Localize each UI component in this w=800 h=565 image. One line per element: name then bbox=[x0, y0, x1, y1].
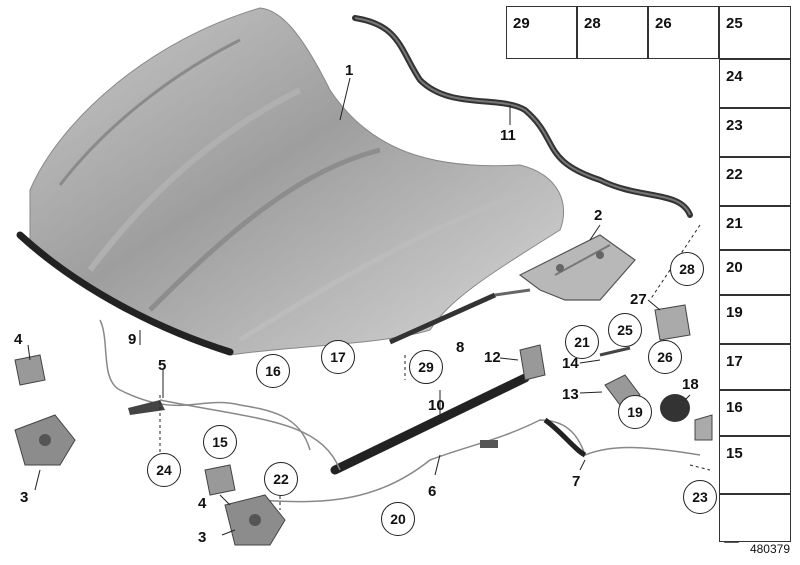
grid-number: 26 bbox=[655, 15, 672, 32]
grid-number: 28 bbox=[584, 15, 601, 32]
grid-cell: 22 bbox=[719, 157, 791, 206]
part-label: 1 bbox=[345, 62, 354, 79]
grid-number: 15 bbox=[726, 445, 743, 462]
part-label: 27 bbox=[630, 291, 647, 308]
part-label: 7 bbox=[572, 473, 581, 490]
part-label: 5 bbox=[158, 357, 167, 374]
circled-label: 25 bbox=[608, 313, 642, 347]
grid-cell: 19 bbox=[719, 295, 791, 344]
hood-lock-lower bbox=[224, 494, 286, 546]
hood-panel bbox=[16, 7, 565, 356]
part-label: 2 bbox=[594, 207, 603, 224]
part-label: 13 bbox=[562, 386, 579, 403]
circled-label: 21 bbox=[565, 325, 599, 359]
grid-cell: 17 bbox=[719, 344, 791, 390]
grid-cell: 21 bbox=[719, 206, 791, 250]
grid-cell: 23 bbox=[719, 108, 791, 157]
part-label: 12 bbox=[484, 349, 501, 366]
grid-cell: 25 bbox=[719, 6, 791, 59]
grid-cell: 20 bbox=[719, 250, 791, 295]
part-label: 18 bbox=[682, 376, 699, 393]
part-label: 11 bbox=[500, 127, 516, 144]
part-label: 9 bbox=[128, 331, 137, 348]
circled-label: 17 bbox=[321, 340, 355, 374]
part-label: 10 bbox=[428, 397, 445, 414]
circled-label: 22 bbox=[264, 462, 298, 496]
grid-cell: 16 bbox=[719, 390, 791, 436]
hinge-bracket bbox=[518, 234, 636, 301]
part-label: 14 bbox=[562, 355, 579, 372]
circled-label: 16 bbox=[256, 354, 290, 388]
part-label: 3 bbox=[198, 529, 207, 546]
grid-cell: 15 bbox=[719, 436, 791, 494]
grid-number: 22 bbox=[726, 166, 743, 183]
grid-cell: 24 bbox=[719, 59, 791, 108]
grid-number: 20 bbox=[726, 259, 743, 276]
part-label: 3 bbox=[20, 489, 29, 506]
circled-label: 28 bbox=[670, 252, 704, 286]
circled-label: 29 bbox=[409, 350, 443, 384]
grid-number: 24 bbox=[726, 68, 743, 85]
grid-number: 25 bbox=[726, 15, 743, 32]
grid-cell: 28 bbox=[577, 6, 648, 59]
grid-cell-arrow bbox=[719, 494, 791, 542]
hood-lock-upper bbox=[14, 414, 76, 466]
circled-label: 19 bbox=[618, 395, 652, 429]
document-number: 480379 bbox=[749, 542, 790, 556]
circled-label: 15 bbox=[203, 425, 237, 459]
part-label: 4 bbox=[14, 331, 23, 348]
grid-number: 16 bbox=[726, 399, 743, 416]
part-label: 4 bbox=[198, 495, 207, 512]
circled-label: 26 bbox=[648, 340, 682, 374]
grid-number: 21 bbox=[726, 215, 743, 232]
grid-number: 19 bbox=[726, 304, 743, 321]
part-label: 8 bbox=[456, 339, 465, 356]
circled-label: 23 bbox=[683, 480, 717, 514]
grid-cell: 26 bbox=[648, 6, 719, 59]
grid-number: 17 bbox=[726, 353, 743, 370]
grid-cell: 29 bbox=[506, 6, 577, 59]
part-label: 6 bbox=[428, 483, 437, 500]
grid-number: 23 bbox=[726, 117, 743, 134]
grid-number: 29 bbox=[513, 15, 530, 32]
circled-label: 20 bbox=[381, 502, 415, 536]
circled-label: 24 bbox=[147, 453, 181, 487]
